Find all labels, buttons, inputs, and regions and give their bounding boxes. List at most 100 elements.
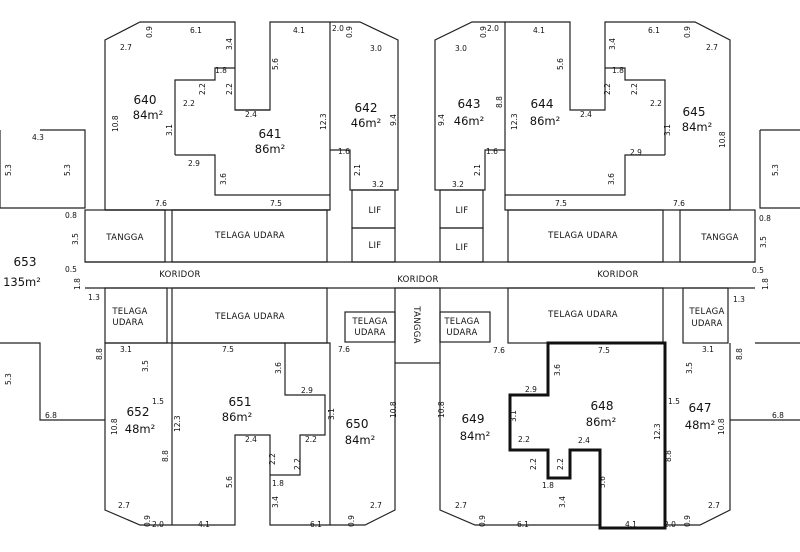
unit-649-area: 84m²	[460, 429, 490, 443]
dim: 2.2	[225, 83, 234, 95]
dim: 7.6	[155, 199, 167, 208]
dim: 2.1	[473, 164, 482, 176]
dim: 3.1	[120, 345, 132, 354]
dim: 1.8	[272, 479, 284, 488]
telaga-lower-right-label: TELAGA	[688, 307, 724, 317]
dim: 3.6	[607, 173, 616, 185]
dim: 5.6	[271, 58, 280, 70]
dim: 0.9	[479, 26, 488, 38]
dim: 6.8	[772, 411, 784, 420]
dim: 2.9	[188, 159, 200, 168]
dim: 3.4	[558, 496, 567, 508]
dim: 9.4	[389, 114, 398, 126]
dim: 1.6	[338, 147, 350, 156]
dim: 1.8	[612, 66, 624, 75]
unit-644-number[interactable]: 644	[531, 97, 554, 111]
dim: 2.2	[293, 458, 302, 470]
telaga-udara-lower-left-label: TELAGA UDARA	[214, 312, 285, 322]
unit-647-number[interactable]: 647	[689, 401, 712, 415]
koridor-left-label: KORIDOR	[159, 270, 200, 280]
dim: 5.6	[598, 476, 607, 488]
unit-642-number[interactable]: 642	[355, 101, 378, 115]
dim: 7.6	[493, 346, 505, 355]
unit-641-number[interactable]: 641	[259, 127, 282, 141]
dim: 2.2	[630, 83, 639, 95]
highlighted-unit-648[interactable]	[508, 341, 667, 530]
udara-lower-right-label: UDARA	[691, 319, 722, 329]
dim: 3.1	[165, 124, 174, 136]
dim: 4.3	[32, 133, 44, 142]
dim: 10.8	[718, 131, 727, 148]
dim: 3.5	[141, 360, 150, 372]
lif-4-label: LIF	[455, 243, 468, 253]
dim: 2.4	[245, 435, 257, 444]
dim: 2.2	[556, 458, 565, 470]
dim: 2.0	[487, 24, 499, 33]
udara-lower-center-right-label: UDARA	[446, 328, 477, 338]
dimension-labels: 6.1 0.9 2.7 3.4 4.1 2.0 5.6 1.8 2.2 2.2 …	[4, 24, 784, 529]
dim: 2.4	[578, 436, 590, 445]
unit-640-area: 84m²	[133, 108, 163, 122]
dim: 2.2	[529, 458, 538, 470]
unit-650-number[interactable]: 650	[346, 417, 369, 431]
dim: 3.4	[608, 38, 617, 50]
dim: 5.6	[225, 476, 234, 488]
dim: 7.5	[555, 199, 567, 208]
dim: 12.3	[510, 113, 519, 130]
dim: 1.8	[215, 66, 227, 75]
dim: 4.1	[625, 520, 637, 529]
dim: 2.2	[268, 453, 277, 465]
unit-643-area: 46m²	[454, 114, 484, 128]
unit-labels: 640 84m² 641 86m² 642 46m² 643 46m² 644 …	[3, 93, 715, 447]
dim: 2.9	[525, 385, 537, 394]
dim: 5.3	[63, 164, 72, 176]
dim: 1.3	[733, 295, 745, 304]
dim: 3.1	[663, 124, 672, 136]
dim: 4.1	[533, 26, 545, 35]
dim: 3.1	[327, 408, 336, 420]
dim: 4.1	[293, 26, 305, 35]
dim: 9.4	[437, 114, 446, 126]
dim: 2.0	[664, 520, 676, 529]
lif-1-label: LIF	[368, 206, 381, 216]
unit-652-area: 48m²	[125, 422, 155, 436]
dim: 2.9	[301, 386, 313, 395]
dim: 7.6	[673, 199, 685, 208]
dim: 10.8	[389, 401, 398, 418]
unit-640-number[interactable]: 640	[134, 93, 157, 107]
dim: 12.3	[653, 423, 662, 440]
dim: 3.4	[225, 38, 234, 50]
dim: 1.8	[761, 278, 770, 290]
dim: 2.2	[183, 99, 195, 108]
dim: 6.1	[517, 520, 529, 529]
dim: 10.8	[110, 418, 119, 435]
dim: 2.9	[630, 148, 642, 157]
dim: 2.7	[120, 43, 132, 52]
dim: 3.0	[455, 44, 467, 53]
unit-649-number[interactable]: 649	[462, 412, 485, 426]
dim: 1.5	[668, 397, 680, 406]
udara-lower-center-left-label: UDARA	[354, 328, 385, 338]
dim: 0.9	[683, 26, 692, 38]
dim: 2.7	[118, 501, 130, 510]
dim: 5.6	[556, 58, 565, 70]
dim: 0.9	[478, 515, 487, 527]
dim: 8.8	[495, 96, 504, 108]
unit-648-number[interactable]: 648	[591, 399, 614, 413]
dim: 10.8	[437, 401, 446, 418]
unit-653-area: 135m²	[3, 275, 41, 289]
telaga-lower-center-left-label: TELAGA	[351, 317, 387, 327]
unit-651-number[interactable]: 651	[229, 395, 252, 409]
unit-652-number[interactable]: 652	[127, 405, 150, 419]
unit-645-number[interactable]: 645	[683, 105, 706, 119]
unit-653-number[interactable]: 653	[14, 255, 37, 269]
dim: 6.1	[310, 520, 322, 529]
unit-643-number[interactable]: 643	[458, 97, 481, 111]
dim: 1.8	[73, 278, 82, 290]
dim: 3.6	[219, 173, 228, 185]
dim: 2.2	[603, 83, 612, 95]
dim: 8.8	[95, 348, 104, 360]
dim: 3.0	[370, 44, 382, 53]
telaga-udara-lower-right-label: TELAGA UDARA	[547, 310, 618, 320]
